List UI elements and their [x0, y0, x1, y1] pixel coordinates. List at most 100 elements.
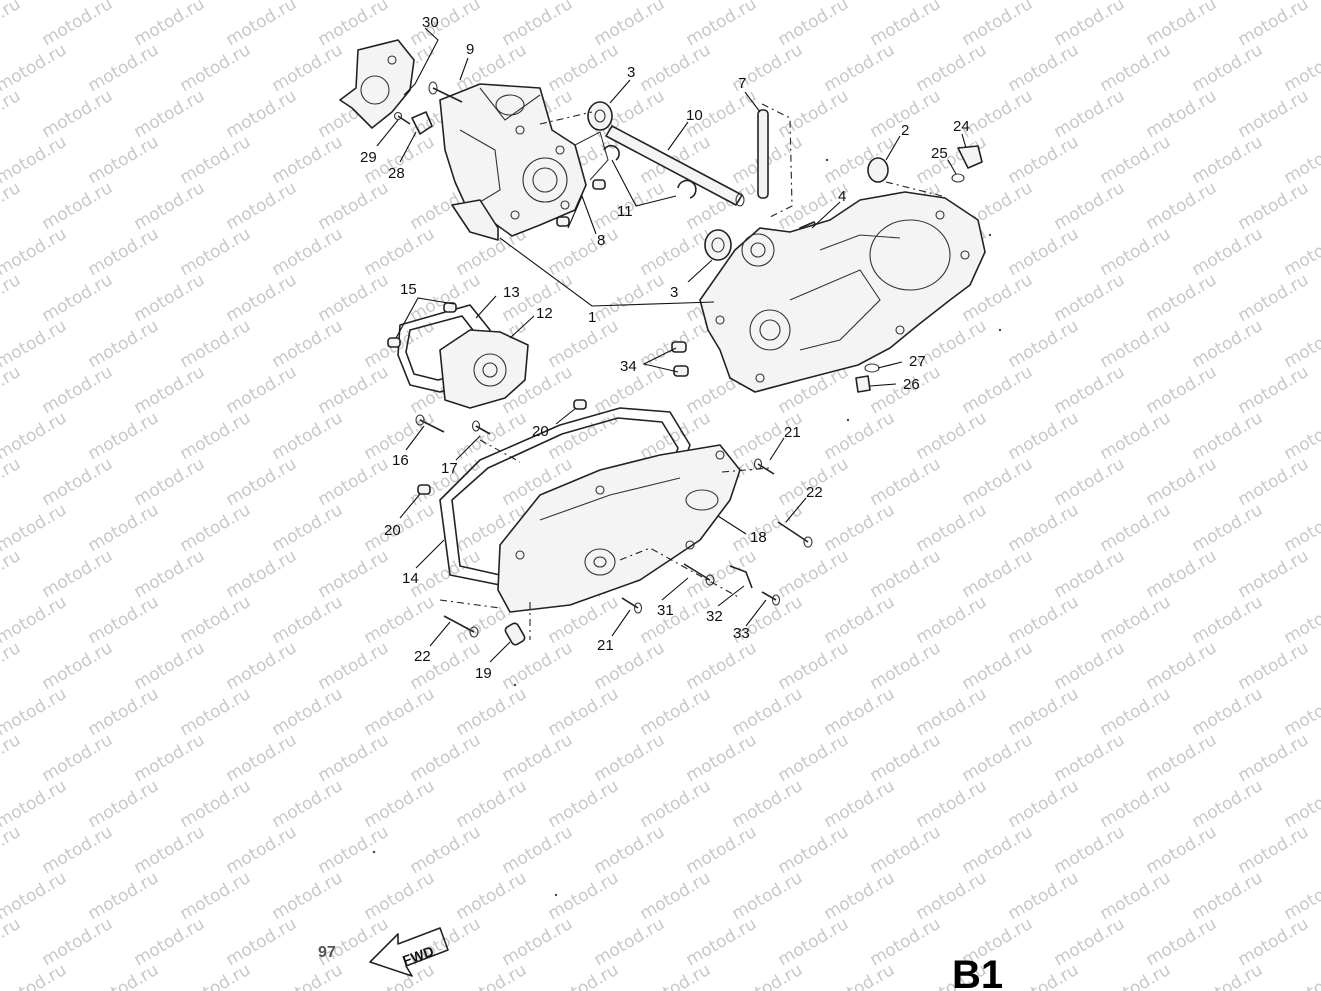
watermark-text: motod.ru	[315, 822, 393, 878]
watermark-text: motod.ru	[177, 40, 255, 96]
watermark-text: motod.ru	[867, 914, 945, 970]
watermark-text: motod.ru	[775, 638, 853, 694]
watermark-text: motod.ru	[821, 684, 899, 740]
watermark-text: motod.ru	[959, 454, 1037, 510]
watermark-text: motod.ru	[1097, 408, 1175, 464]
watermark-text: motod.ru	[1235, 454, 1313, 510]
callout-8: 8	[597, 232, 605, 249]
watermark-text: motod.ru	[775, 0, 853, 50]
watermark-text: motod.ru	[821, 592, 899, 648]
corner-code-text: 97	[318, 944, 336, 961]
watermark-text: motod.ru	[269, 224, 347, 280]
watermark-text: motod.ru	[1235, 638, 1313, 694]
watermark-text: motod.ru	[637, 684, 715, 740]
leader-lines	[376, 27, 967, 663]
watermark-text: motod.ru	[39, 638, 117, 694]
watermark-text: motod.ru	[1005, 408, 1083, 464]
watermark-text: motod.ru	[1051, 638, 1129, 694]
watermark-text: motod.ru	[131, 0, 209, 50]
scan-specks	[372, 158, 1002, 897]
watermark-text: motod.ru	[637, 868, 715, 924]
watermark-text: motod.ru	[1051, 86, 1129, 142]
watermark-text: motod.ru	[637, 40, 715, 96]
callout-24: 24	[953, 118, 970, 135]
watermark-text: motod.ru	[959, 86, 1037, 142]
watermark-text: motod.ru	[1189, 224, 1267, 280]
watermark-text: motod.ru	[269, 776, 347, 832]
watermark-text: motod.ru	[0, 638, 24, 694]
watermark-text: motod.ru	[1143, 178, 1221, 234]
callout-32: 32	[706, 608, 723, 625]
callout-14: 14	[402, 570, 419, 587]
watermark-text: motod.ru	[959, 638, 1037, 694]
watermark-text: motod.ru	[39, 0, 117, 50]
watermark-text: motod.ru	[545, 316, 623, 372]
watermark-text: motod.ru	[1189, 960, 1267, 991]
part-3-bearing-upper	[587, 101, 613, 131]
watermark-text: motod.ru	[39, 270, 117, 326]
watermark-text: motod.ru	[223, 638, 301, 694]
watermark-text: motod.ru	[177, 132, 255, 188]
watermark-text: motod.ru	[0, 0, 24, 50]
watermark-text: motod.ru	[177, 776, 255, 832]
watermark-text: motod.ru	[1051, 270, 1129, 326]
watermark-text: motod.ru	[177, 684, 255, 740]
watermark-text: motod.ru	[85, 776, 163, 832]
alignment-lines	[439, 103, 943, 640]
watermark-text: motod.ru	[1097, 132, 1175, 188]
watermark-text: motod.ru	[637, 960, 715, 991]
watermark-text: motod.ru	[85, 868, 163, 924]
watermark-text: motod.ru	[959, 730, 1037, 786]
watermark-text: motod.ru	[269, 316, 347, 372]
watermark-text: motod.ru	[85, 316, 163, 372]
watermark-text: motod.ru	[499, 822, 577, 878]
watermark-text: motod.ru	[269, 40, 347, 96]
part-21-22-31-33-bolts	[443, 458, 813, 638]
watermark-text: motod.ru	[1097, 776, 1175, 832]
watermark-text: motod.ru	[223, 730, 301, 786]
part-30-gasket-plate	[339, 39, 415, 129]
watermark-text: motod.ru	[453, 868, 531, 924]
watermark-text: motod.ru	[1235, 0, 1313, 50]
watermark-text: motod.ru	[0, 960, 70, 991]
watermark-text: motod.ru	[1097, 868, 1175, 924]
callout-10: 10	[686, 107, 703, 124]
watermark-text: motod.ru	[39, 178, 117, 234]
callout-17: 17	[441, 460, 458, 477]
watermark-text: motod.ru	[1097, 40, 1175, 96]
watermark-text: motod.ru	[223, 914, 301, 970]
watermark-text: motod.ru	[1189, 868, 1267, 924]
watermark-text: motod.ru	[85, 224, 163, 280]
watermark-text: motod.ru	[1235, 914, 1313, 970]
watermark-text: motod.ru	[1189, 316, 1267, 372]
part-20-dowels	[417, 399, 587, 495]
watermark-text: motod.ru	[1051, 914, 1129, 970]
watermark-text: motod.ru	[131, 822, 209, 878]
watermark-text: motod.ru	[1005, 592, 1083, 648]
watermark-text: motod.ru	[361, 960, 439, 991]
watermark-text: motod.ru	[1005, 500, 1083, 556]
watermark-text: motod.ru	[1097, 316, 1175, 372]
watermark-text: motod.ru	[1235, 270, 1313, 326]
watermark-text: motod.ru	[315, 178, 393, 234]
watermark-text: motod.ru	[1097, 592, 1175, 648]
watermark-text: motod.ru	[821, 500, 899, 556]
watermark-text: motod.ru	[821, 776, 899, 832]
watermark-text: motod.ru	[1189, 500, 1267, 556]
callout-15: 15	[400, 281, 417, 298]
watermark-text: motod.ru	[131, 178, 209, 234]
watermark-text: motod.ru	[39, 822, 117, 878]
watermark-text: motod.ru	[315, 730, 393, 786]
watermark-text: motod.ru	[591, 0, 669, 50]
watermark-text: motod.ru	[729, 776, 807, 832]
part-18-transmission-cover	[497, 444, 741, 613]
part-8-dowel-pins	[556, 179, 606, 227]
watermark-text: motod.ru	[499, 914, 577, 970]
watermark-text: motod.ru	[39, 454, 117, 510]
watermark-text: motod.ru	[39, 362, 117, 418]
watermark-text: motod.ru	[315, 914, 393, 970]
watermark-text: motod.ru	[85, 684, 163, 740]
watermark-text: motod.ru	[453, 960, 531, 991]
watermark-text: motod.ru	[131, 270, 209, 326]
watermark-text: motod.ru	[821, 40, 899, 96]
